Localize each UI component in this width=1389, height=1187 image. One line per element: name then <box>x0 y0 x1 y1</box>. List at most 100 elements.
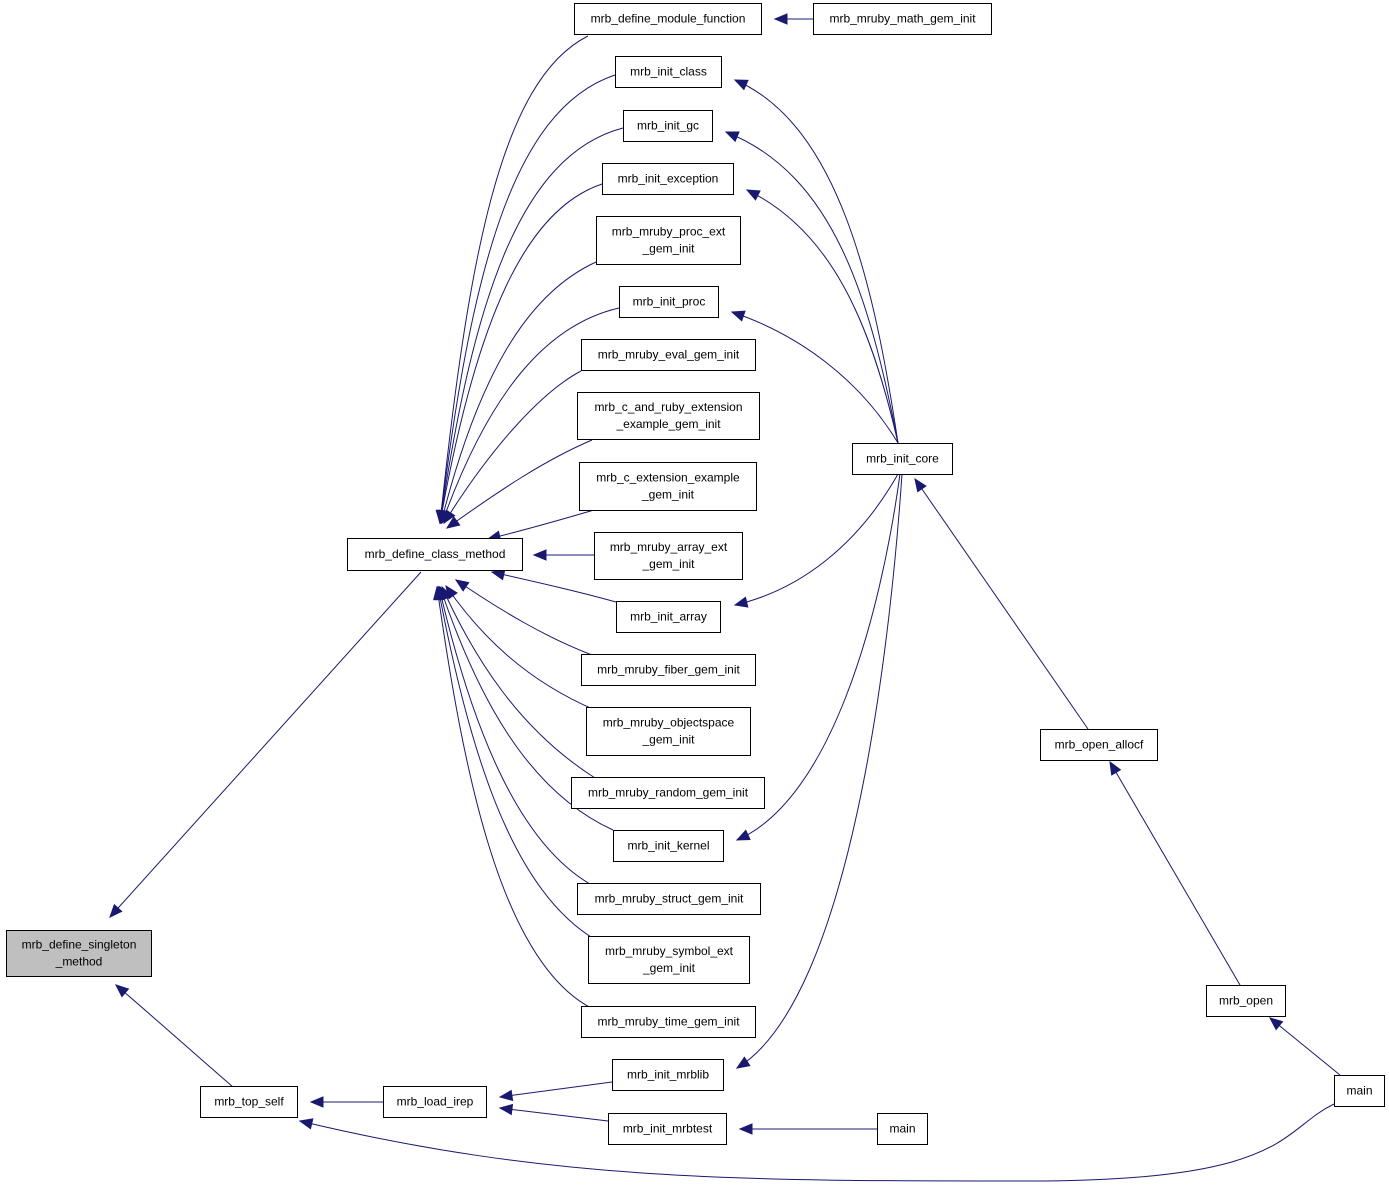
node-label: mrb_init_core <box>866 452 939 466</box>
node-label: mrb_init_gc <box>637 119 699 133</box>
edge-line <box>914 478 1089 730</box>
node-label: mrb_mruby_symbol_ext <box>605 944 734 958</box>
node-box <box>588 936 750 984</box>
edge-math_gem-to-module_function <box>773 13 813 25</box>
node-label: _gem_init <box>641 557 695 571</box>
node-box <box>1334 1075 1385 1107</box>
node-random_gem[interactable]: mrb_mruby_random_gem_init <box>571 777 765 809</box>
edge-line <box>446 439 593 529</box>
node-main[interactable]: main <box>1334 1075 1385 1107</box>
node-label: mrb_init_mrbtest <box>623 1122 713 1136</box>
node-array_ext[interactable]: mrb_mruby_array_ext_gem_init <box>594 532 743 580</box>
node-math_gem[interactable]: mrb_mruby_math_gem_init <box>813 3 992 35</box>
node-box <box>579 462 757 511</box>
arrowhead-icon <box>532 549 547 561</box>
edge-line <box>438 586 591 885</box>
node-init_kernel[interactable]: mrb_init_kernel <box>613 830 724 862</box>
node-box <box>577 883 761 915</box>
node-open[interactable]: mrb_open <box>1206 985 1286 1017</box>
arrowhead-icon <box>773 13 788 25</box>
edge-line <box>439 586 614 831</box>
node-label: mrb_mruby_time_gem_init <box>597 1015 740 1029</box>
node-label: mrb_init_mrblib <box>627 1068 709 1082</box>
node-box <box>586 707 751 756</box>
node-init_mrbtest[interactable]: mrb_init_mrbtest <box>608 1113 727 1145</box>
node-symbol_ext[interactable]: mrb_mruby_symbol_ext _gem_init <box>588 936 750 984</box>
node-box <box>581 1006 756 1038</box>
edge-line <box>499 1081 613 1098</box>
edge-line <box>499 1107 609 1122</box>
edge-open-to-open_allocf <box>1109 760 1241 986</box>
node-box <box>613 830 724 862</box>
node-objectspace[interactable]: mrb_mruby_objectspace_gem_init <box>586 707 751 756</box>
node-main_test[interactable]: main <box>877 1113 928 1145</box>
arrowhead-icon <box>454 579 470 592</box>
edge-line <box>439 35 589 524</box>
node-box <box>383 1086 487 1118</box>
arrowhead-icon <box>498 1089 514 1102</box>
edge-struct_gem-to-class_method <box>436 585 591 885</box>
node-singleton[interactable]: mrb_define_singleton_method <box>6 930 152 977</box>
node-box <box>571 777 765 809</box>
node-struct_gem[interactable]: mrb_mruby_struct_gem_init <box>577 883 761 915</box>
node-init_proc[interactable]: mrb_init_proc <box>619 286 719 318</box>
arrowhead-icon <box>443 509 456 525</box>
edge-line <box>491 571 617 603</box>
node-box <box>616 601 721 633</box>
node-box <box>877 1113 928 1145</box>
node-module_function[interactable]: mrb_define_module_function <box>574 3 762 35</box>
edge-line <box>746 189 899 444</box>
node-init_exception[interactable]: mrb_init_exception <box>602 163 734 195</box>
edge-line <box>487 509 595 540</box>
node-c_ext[interactable]: mrb_c_extension_example _gem_init <box>579 462 757 511</box>
node-label: mrb_mruby_proc_ext <box>612 225 726 239</box>
node-label: mrb_top_self <box>214 1095 284 1109</box>
node-c_and_ruby[interactable]: mrb_c_and_ruby_extension_example_gem_ini… <box>577 392 760 440</box>
node-init_array[interactable]: mrb_init_array <box>616 601 721 633</box>
edge-eval_gem-to-class_method <box>443 370 582 525</box>
edge-line <box>440 261 597 524</box>
node-box <box>574 3 762 35</box>
edge-line <box>736 473 903 1069</box>
node-init_gc[interactable]: mrb_init_gc <box>623 110 713 142</box>
edge-line <box>439 183 603 524</box>
node-load_irep[interactable]: mrb_load_irep <box>383 1086 487 1118</box>
node-box <box>1206 985 1286 1017</box>
node-label: _gem_init <box>642 961 696 975</box>
edge-line <box>734 79 899 444</box>
node-label: mrb_open_allocf <box>1055 738 1144 752</box>
node-box <box>623 110 713 142</box>
node-proc_ext[interactable]: mrb_mruby_proc_ext_gem_init <box>596 216 741 265</box>
edge-line <box>734 473 899 606</box>
node-box <box>619 286 719 318</box>
arrowhead-icon <box>1269 1017 1284 1031</box>
edge-open_allocf-to-init_core <box>914 477 1089 730</box>
edge-line <box>1269 1017 1341 1076</box>
node-class_method[interactable]: mrb_define_class_method <box>347 538 523 571</box>
edge-line <box>725 131 899 444</box>
node-label: mrb_c_extension_example <box>596 471 740 485</box>
node-open_allocf[interactable]: mrb_open_allocf <box>1040 729 1158 761</box>
node-label: mrb_c_and_ruby_extension <box>594 400 742 414</box>
arrowhead-icon <box>745 189 761 201</box>
edge-line <box>441 307 620 524</box>
node-label: _gem_init <box>641 488 695 502</box>
edge-init_class-to-class_method <box>435 74 616 525</box>
node-init_class[interactable]: mrb_init_class <box>615 56 722 88</box>
node-fiber_gem[interactable]: mrb_mruby_fiber_gem_init <box>581 654 756 686</box>
node-top_self[interactable]: mrb_top_self <box>200 1086 298 1118</box>
edge-init_core-to-init_kernel <box>735 473 901 841</box>
arrowhead-icon <box>733 596 749 608</box>
node-label: mrb_mruby_math_gem_init <box>829 12 976 26</box>
edge-line <box>109 571 422 918</box>
edge-line <box>441 586 596 779</box>
node-eval_gem[interactable]: mrb_mruby_eval_gem_init <box>581 339 756 371</box>
node-init_mrblib[interactable]: mrb_init_mrblib <box>612 1059 724 1091</box>
edge-init_mrblib-to-load_irep <box>498 1081 613 1102</box>
node-time_gem[interactable]: mrb_mruby_time_gem_init <box>581 1006 756 1038</box>
arrowhead-icon <box>298 1118 314 1130</box>
arrowhead-icon <box>115 984 130 998</box>
edge-init_core-to-init_exception <box>745 189 899 444</box>
node-init_core[interactable]: mrb_init_core <box>852 443 953 475</box>
edge-line <box>1109 761 1241 986</box>
